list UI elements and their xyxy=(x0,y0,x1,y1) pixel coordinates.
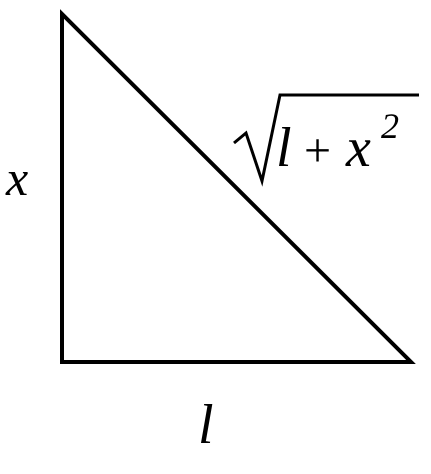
radicand-term-l: l xyxy=(276,117,292,179)
vertical-side-label: x xyxy=(5,150,28,206)
radicand-plus-operator: + xyxy=(304,124,331,177)
horizontal-side-label: l xyxy=(198,394,214,456)
hypotenuse-label: l + x 2 xyxy=(233,93,419,187)
radicand-exponent: 2 xyxy=(381,106,399,146)
square-root-sign xyxy=(233,93,419,187)
radicand-term-x: x xyxy=(345,117,371,179)
right-triangle xyxy=(60,9,416,364)
